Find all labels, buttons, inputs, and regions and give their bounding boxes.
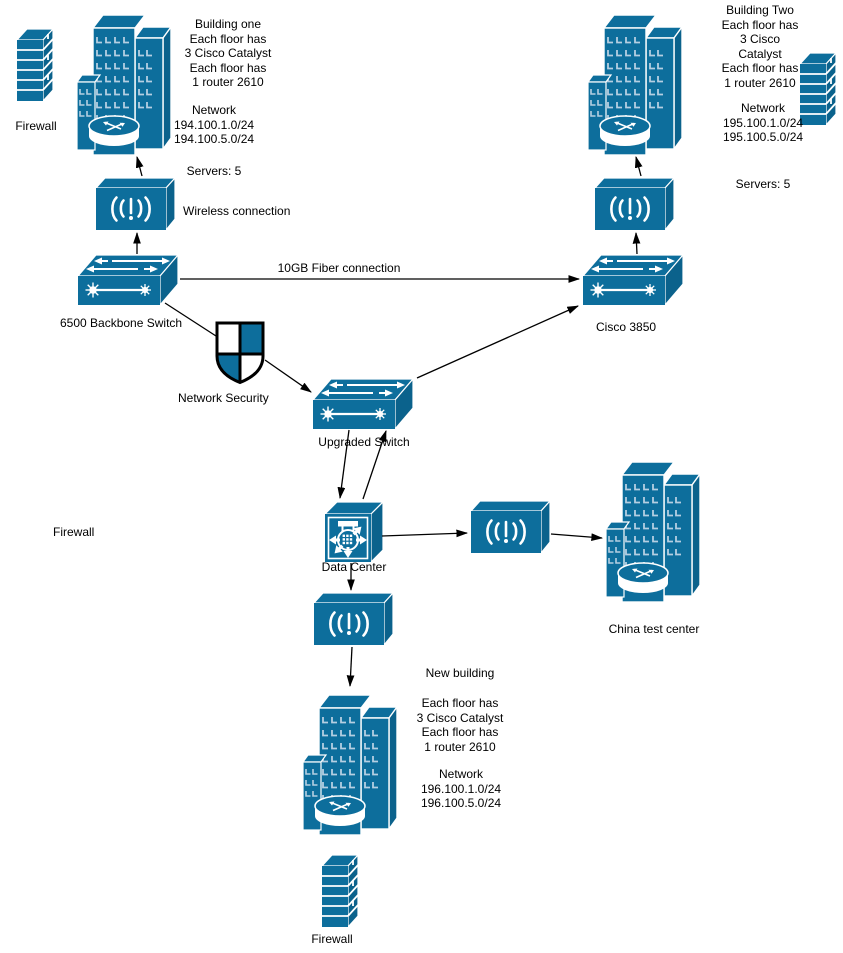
- new-building-title: New building: [425, 666, 495, 680]
- edge-wireless-middle-to-china: [550, 533, 604, 542]
- edge-datacenter-to-upgraded: [362, 430, 387, 500]
- building-one-servers: Servers: 5: [186, 164, 242, 178]
- building-one-info: Building one Each floor has 3 Cisco Cata…: [184, 17, 272, 89]
- backbone-switch-label: 6500 Backbone Switch: [60, 316, 183, 330]
- data-center-icon: [325, 501, 383, 562]
- firewall-top-left-label: Firewall: [15, 119, 57, 133]
- building-two-servers: Servers: 5: [735, 177, 791, 191]
- new-building-network: Network 196.100.1.0/24 196.100.5.0/24: [420, 767, 502, 810]
- wireless-ap-icon: [96, 177, 176, 230]
- network-security-label: Network Security: [178, 391, 269, 405]
- new-building-info: Each floor has 3 Cisco Catalyst Each flo…: [416, 696, 504, 754]
- edge-wireless-right-to-building-two: [634, 155, 643, 177]
- building-two-network: Network 195.100.1.0/24 195.100.5.0/24: [722, 101, 804, 144]
- building-two-info: Building Two Each floor has 3 Cisco Cata…: [721, 3, 799, 90]
- firewall-right-icon: [800, 52, 837, 126]
- wireless-connection-label: Wireless connection: [183, 204, 291, 218]
- edge-upgraded-to-datacenter: [337, 429, 350, 500]
- network-security-shield-icon: [217, 323, 263, 384]
- edge-3850-to-wireless-right: [632, 231, 641, 255]
- firewall-bottom-label: Firewall: [311, 932, 353, 946]
- backbone-switch-icon: [78, 253, 178, 305]
- edge-backbone-to-shield: [164, 302, 217, 337]
- edge-datacenter-to-wireless-middle: [381, 529, 469, 538]
- wireless-ap-right-icon: [595, 177, 675, 230]
- wireless-ap-middle-icon: [471, 500, 551, 553]
- china-test-center-icon: [606, 461, 701, 602]
- building-one-icon: [77, 14, 172, 155]
- fiber-link-label: 10GB Fiber connection: [277, 261, 401, 275]
- edge-shield-to-upgraded: [264, 359, 312, 393]
- wireless-ap-bottom-icon: [314, 592, 394, 645]
- connectors: [133, 155, 643, 688]
- upgraded-switch-label: Upgraded Switch: [318, 435, 410, 449]
- firewall-bottom-icon: [322, 854, 359, 928]
- new-building-icon: [303, 694, 398, 835]
- firewall-middle-left-label: Firewall: [53, 525, 95, 539]
- cisco-3850-label: Cisco 3850: [596, 320, 657, 334]
- building-one-network: Network 194.100.1.0/24 194.100.5.0/24: [173, 103, 255, 146]
- data-center-label: Data Center: [321, 560, 387, 574]
- upgraded-switch-icon: [313, 377, 413, 429]
- cisco-3850-switch-icon: [583, 253, 683, 305]
- building-two-icon: [588, 14, 683, 155]
- china-test-center-label: China test center: [608, 622, 700, 636]
- firewall-icon: [17, 28, 54, 102]
- edge-wireless-left-to-building-one: [135, 155, 144, 177]
- edge-upgraded-to-3850: [416, 305, 579, 379]
- edge-wireless-bottom-to-new-building: [346, 646, 355, 688]
